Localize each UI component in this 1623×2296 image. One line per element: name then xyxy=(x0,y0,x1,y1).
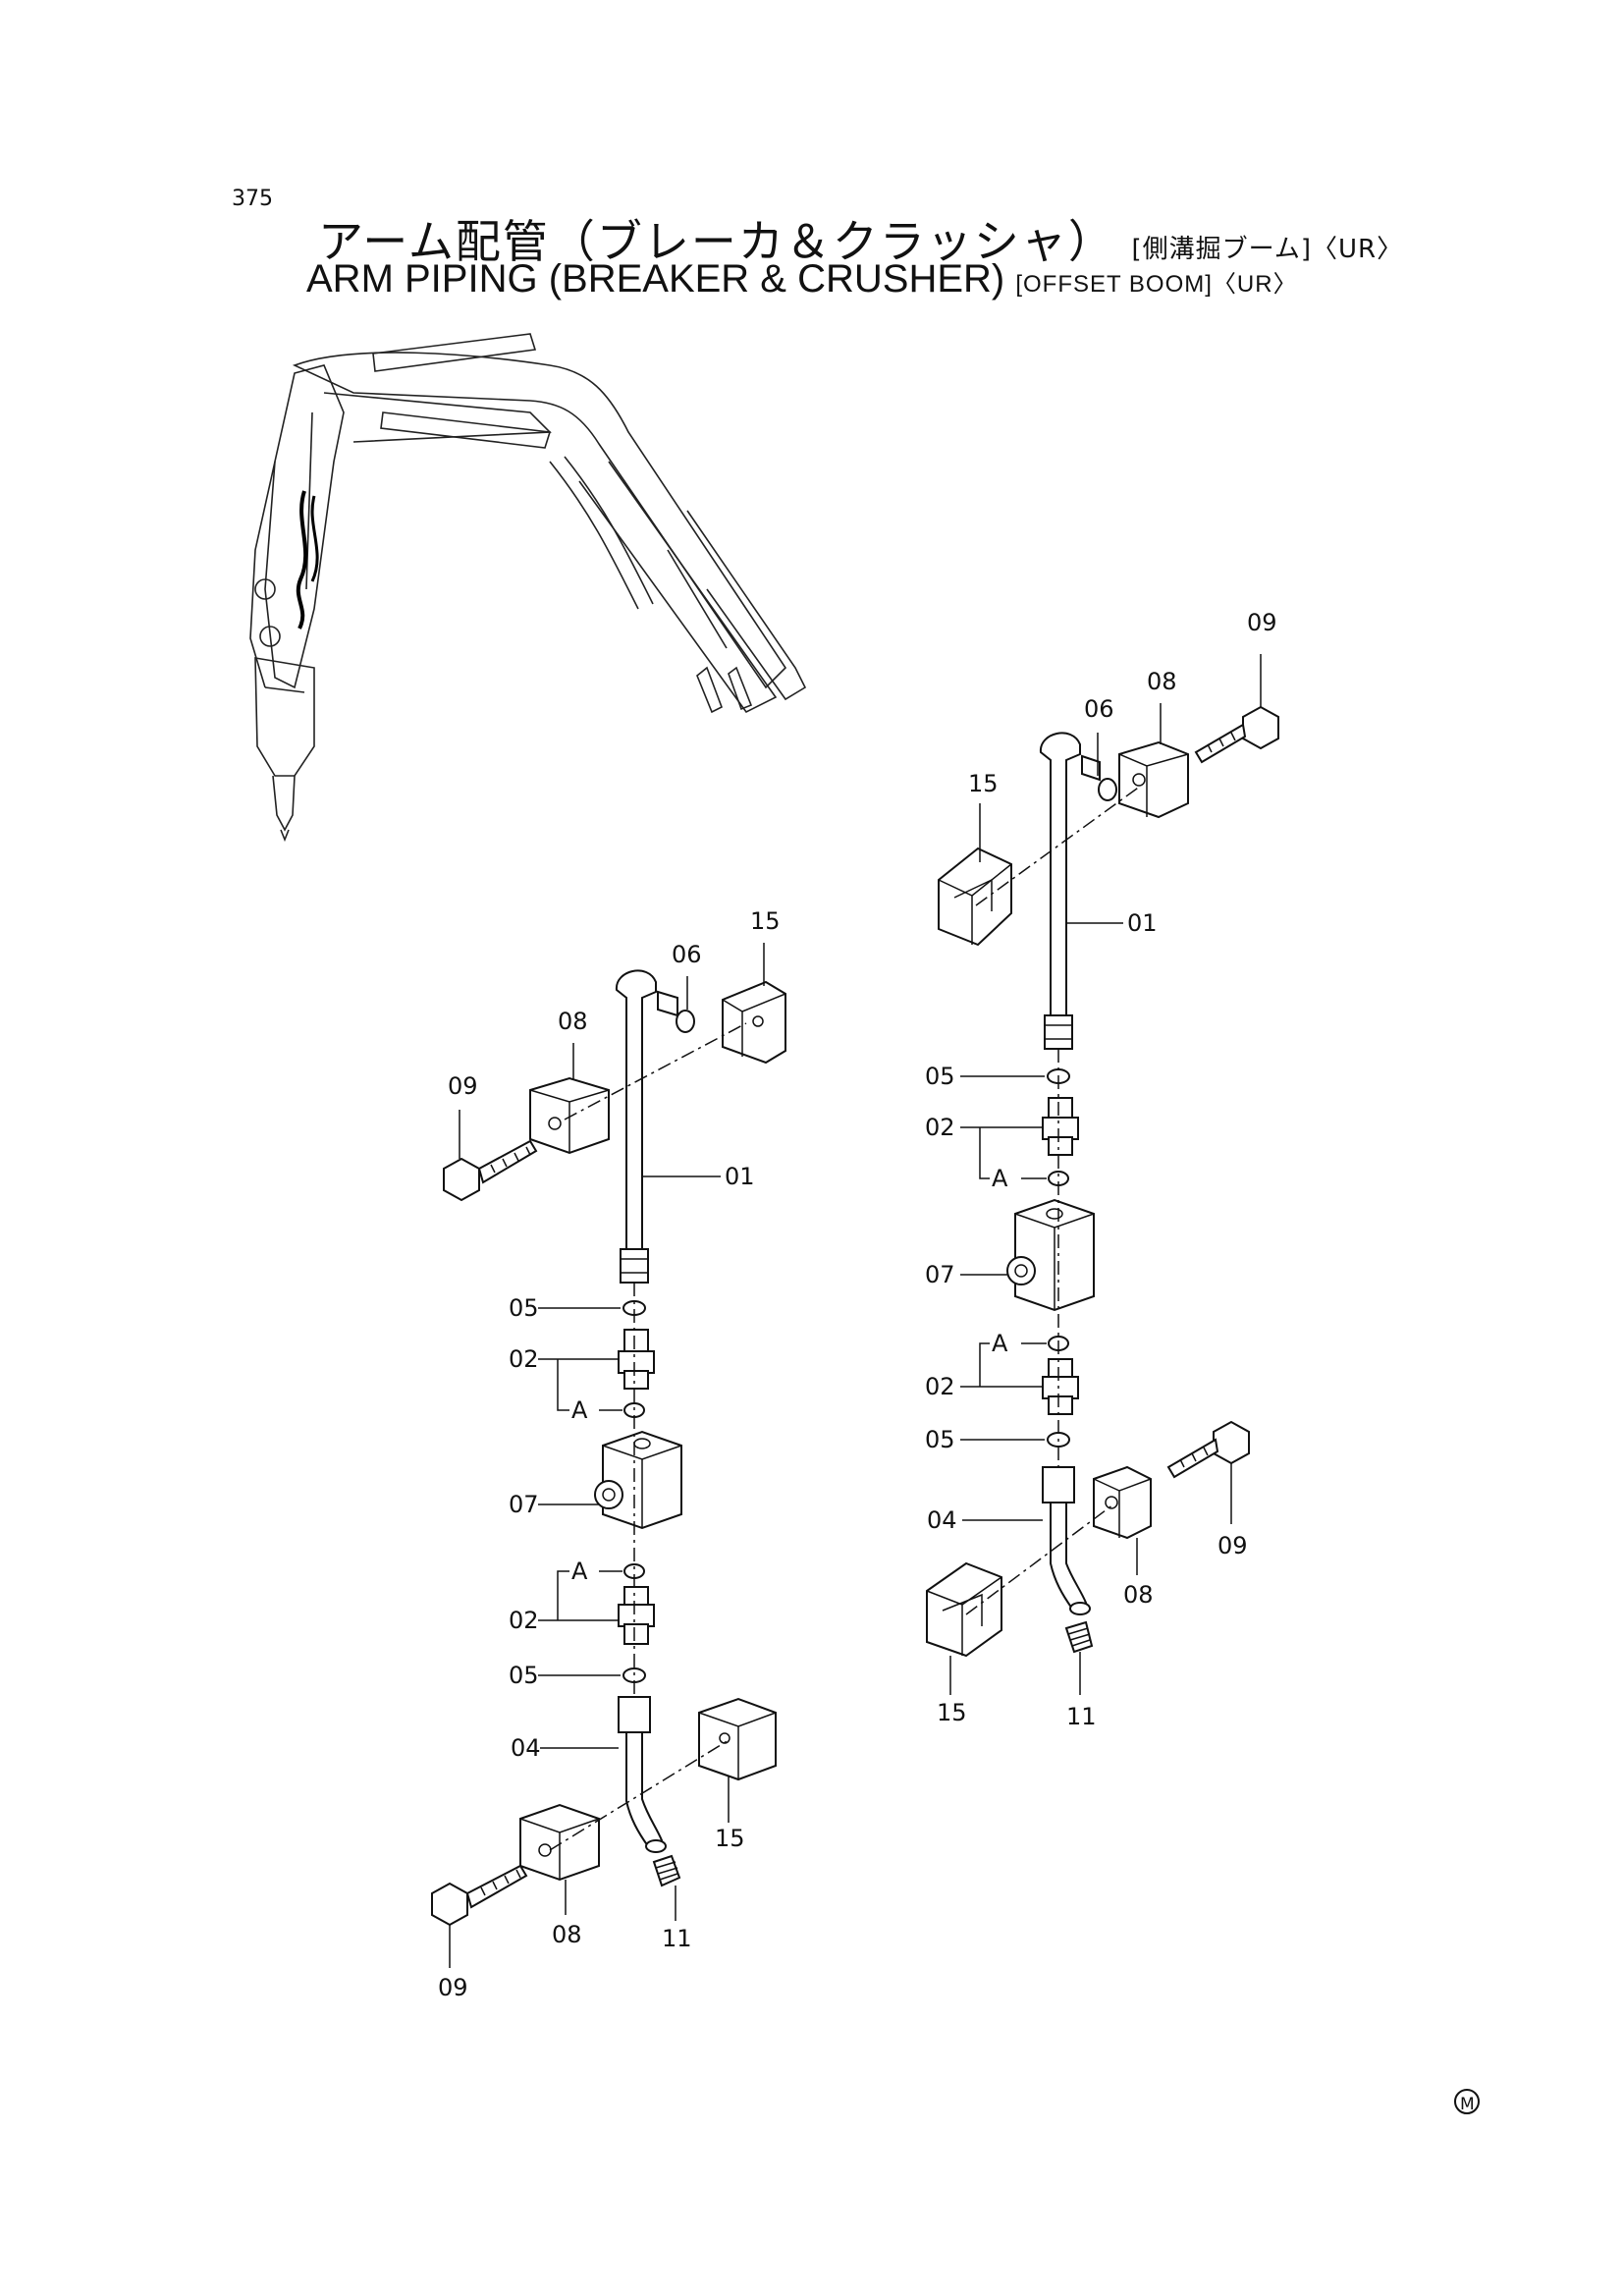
callout-right-15a: 15 xyxy=(968,770,999,797)
callout-left-07: 07 xyxy=(509,1491,539,1518)
adapter-02-left-a xyxy=(618,1329,655,1390)
callout-right-a2: A xyxy=(992,1330,1008,1357)
pipe-01-left xyxy=(615,969,678,1284)
callout-left-a1: A xyxy=(571,1396,588,1424)
callout-left-05a: 05 xyxy=(509,1294,539,1322)
bolt-09-right-top xyxy=(1194,705,1279,764)
bolt-09-right-bottom xyxy=(1166,1420,1250,1479)
o-ring-06-left xyxy=(676,1010,695,1033)
callout-left-09a: 09 xyxy=(448,1072,478,1100)
machine-overview-illustration xyxy=(249,333,807,843)
callout-left-09b: 09 xyxy=(438,1974,468,2001)
callout-left-05b: 05 xyxy=(509,1662,539,1689)
callout-right-01: 01 xyxy=(1127,909,1158,937)
bolt-09-left-top xyxy=(443,1139,538,1202)
title-english: ARM PIPING (BREAKER & CRUSHER) [OFFSET B… xyxy=(306,257,1298,301)
adapter-02-right-a xyxy=(1042,1097,1079,1156)
callout-right-02a: 02 xyxy=(925,1114,955,1141)
callout-left-a2: A xyxy=(571,1558,588,1585)
callout-right-07: 07 xyxy=(925,1261,955,1288)
callout-right-09b: 09 xyxy=(1217,1532,1248,1559)
bolt-09-left-bottom xyxy=(431,1864,528,1927)
adapter-02-right-b xyxy=(1042,1358,1079,1415)
right-assembly: 09 08 06 15 01 05 02 A 07 A 02 05 04 09 … xyxy=(925,609,1279,1730)
callout-right-05b: 05 xyxy=(925,1426,955,1453)
circled-m-mark: M xyxy=(1454,2089,1480,2114)
mark-letter: M xyxy=(1460,2095,1475,2114)
clamp-15-right-top xyxy=(938,847,1012,947)
fitting-11-left xyxy=(652,1854,681,1887)
left-assembly: 09 08 06 15 01 05 02 A 07 A 02 05 04 15 … xyxy=(431,907,786,2001)
clamp-08-left-bottom xyxy=(519,1803,600,1882)
callout-left-08a: 08 xyxy=(558,1008,588,1035)
fitting-11-right xyxy=(1064,1620,1094,1654)
callout-left-02a: 02 xyxy=(509,1345,539,1373)
callout-right-11: 11 xyxy=(1066,1703,1097,1730)
clamp-15-left-bottom xyxy=(698,1697,777,1781)
clamp-08-right-bottom xyxy=(1093,1465,1152,1540)
block-07-left xyxy=(594,1430,682,1530)
callout-right-04: 04 xyxy=(927,1506,957,1534)
page-number: 375 xyxy=(232,187,273,211)
callout-right-09a: 09 xyxy=(1247,609,1277,636)
clamp-08-right-top xyxy=(1118,740,1189,819)
title-japanese-sub: [側溝掘ブーム]〈UR〉 xyxy=(1131,235,1404,264)
clamp-08-left-top xyxy=(529,1076,610,1155)
pipe-04-left xyxy=(618,1696,667,1853)
title-japanese: アーム配管（ブレーカ＆クラッシャ） [側溝掘ブーム]〈UR〉 xyxy=(318,206,1403,271)
pipe-04-right xyxy=(1042,1466,1091,1615)
callout-left-04: 04 xyxy=(511,1734,541,1762)
callout-left-01: 01 xyxy=(725,1163,755,1190)
callout-right-a1: A xyxy=(992,1165,1008,1192)
o-ring-06-right xyxy=(1098,778,1117,801)
callout-right-06: 06 xyxy=(1084,695,1114,723)
callout-right-02b: 02 xyxy=(925,1373,955,1400)
callout-left-06: 06 xyxy=(672,941,702,968)
clamp-15-left-top xyxy=(722,980,786,1065)
callout-right-15b: 15 xyxy=(937,1699,967,1726)
callout-left-08b: 08 xyxy=(552,1921,582,1948)
callout-left-15a: 15 xyxy=(750,907,781,935)
callout-left-11: 11 xyxy=(662,1925,692,1952)
callout-left-15b: 15 xyxy=(715,1825,745,1852)
clamp-15-right-bottom xyxy=(926,1561,1002,1658)
callout-left-02b: 02 xyxy=(509,1607,539,1634)
callout-right-08a: 08 xyxy=(1147,668,1177,695)
pipe-01-right xyxy=(1039,732,1101,1050)
title-english-sub: [OFFSET BOOM]〈UR〉 xyxy=(1015,271,1298,298)
callout-right-08b: 08 xyxy=(1123,1581,1154,1609)
adapter-02-left-b xyxy=(618,1586,655,1645)
block-07-right xyxy=(1006,1198,1095,1312)
title-japanese-main: アーム配管（ブレーカ＆クラッシャ） xyxy=(318,215,1115,268)
title-english-main: ARM PIPING (BREAKER & CRUSHER) xyxy=(306,257,1005,301)
callout-right-05a: 05 xyxy=(925,1063,955,1090)
